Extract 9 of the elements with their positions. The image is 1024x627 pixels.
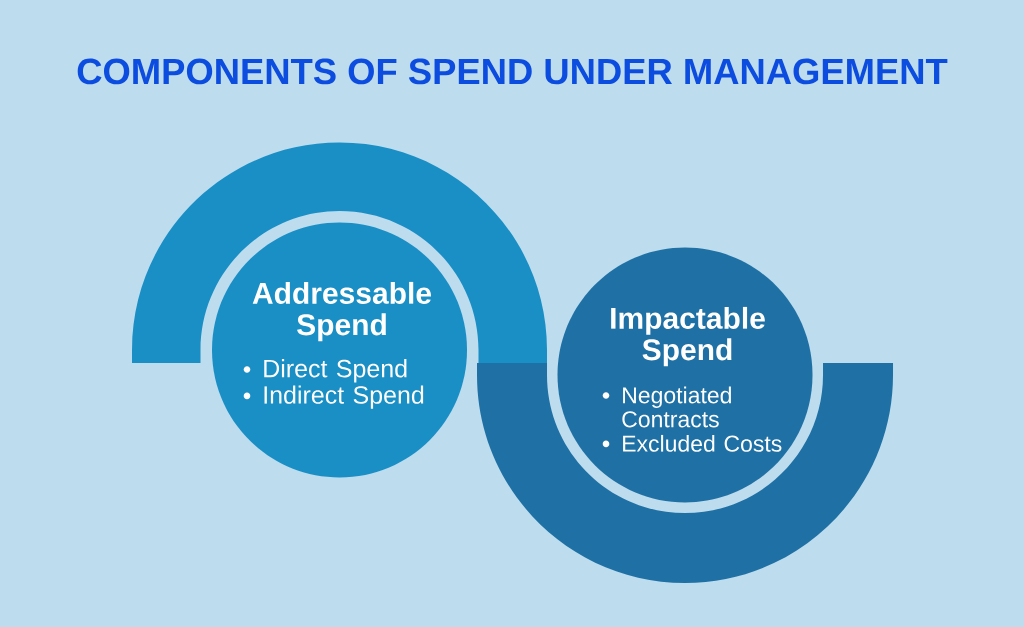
list-item: Direct Spend <box>264 359 407 383</box>
list-item: Excluded Costs <box>623 434 782 452</box>
list-item: Negotiated Contracts <box>622 386 731 428</box>
title: COMPONENTS OF SPEND UNDER MANAGEMENT <box>77 58 948 85</box>
node-heading: Addressable Spend <box>252 281 431 342</box>
list-item: Indirect Spend <box>264 385 424 409</box>
node-heading: Impactable Spend <box>611 306 765 367</box>
circle-node <box>557 247 813 503</box>
circle-node <box>212 222 467 478</box>
